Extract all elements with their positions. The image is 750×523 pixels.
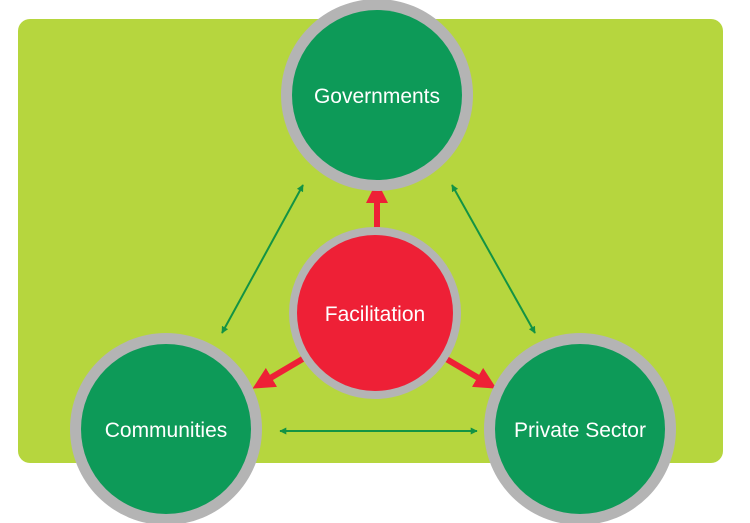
arrow-governments-private-sector — [451, 184, 536, 334]
node-governments: Governments — [281, 0, 473, 191]
node-private-sector: Private Sector — [484, 333, 676, 523]
node-private-sector-label: Private Sector — [514, 419, 646, 442]
node-communities-label: Communities — [105, 419, 228, 442]
facilitation-arrow-to-communities — [252, 354, 308, 389]
node-facilitation-label: Facilitation — [325, 303, 425, 326]
node-facilitation: Facilitation — [289, 227, 461, 399]
node-governments-label: Governments — [314, 85, 440, 108]
facilitation-arrow-to-private-sector — [441, 354, 497, 389]
node-communities: Communities — [70, 333, 262, 523]
arrow-governments-communities — [221, 184, 304, 334]
